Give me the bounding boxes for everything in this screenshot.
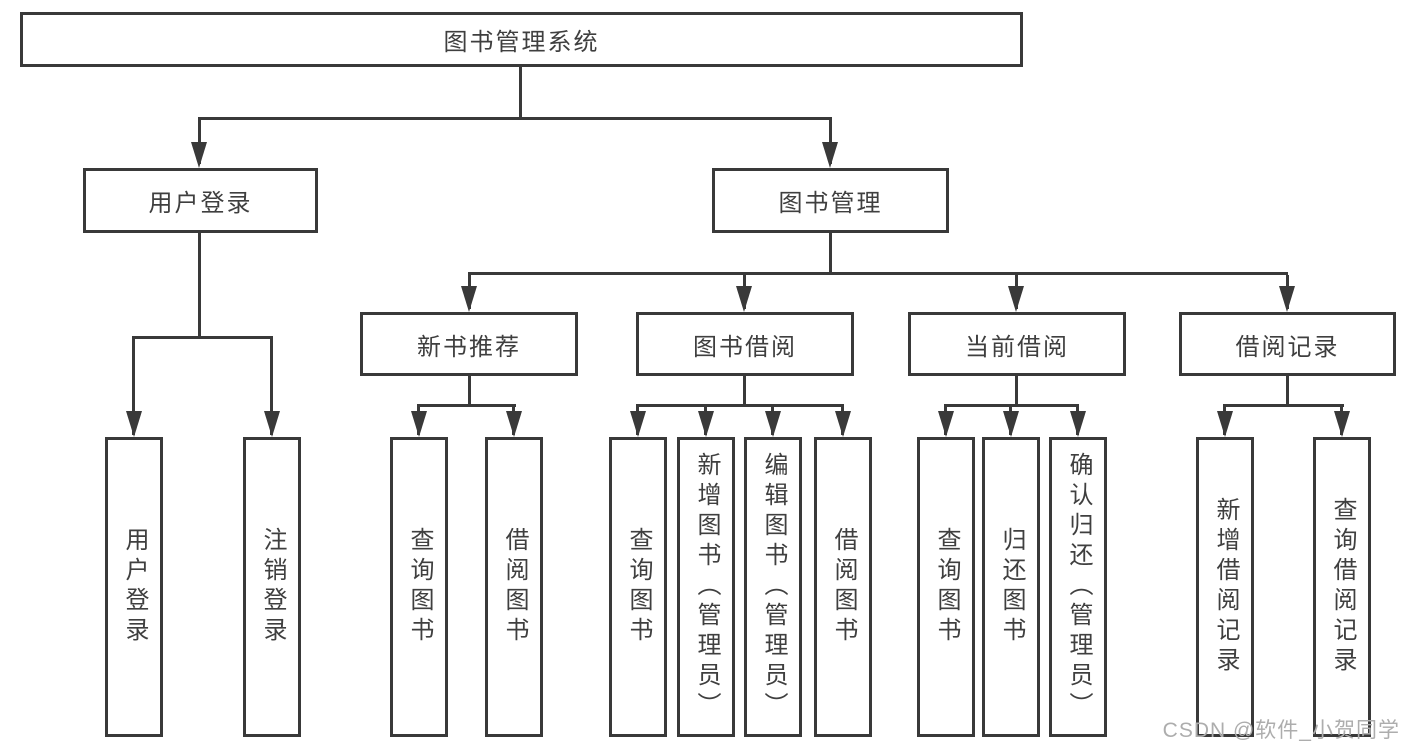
- arrowhead-down-icon: [1008, 286, 1024, 312]
- connector-stem: [468, 374, 471, 407]
- arrowhead-down-icon: [126, 411, 142, 437]
- leaf-label: 查询图书: [406, 527, 433, 647]
- connector-root-stem: [519, 65, 522, 120]
- leaf-label: 注销登录: [259, 527, 286, 647]
- arrowhead-down-icon: [1003, 411, 1019, 437]
- leaf-label: 归还图书: [998, 527, 1025, 647]
- node-new-book-recommend: 新书推荐: [360, 312, 578, 376]
- leaf-logout: 注销登录: [243, 437, 301, 737]
- node-book-management: 图书管理: [712, 168, 949, 233]
- arrowhead-down-icon: [1279, 286, 1295, 312]
- connector-stem: [1015, 374, 1018, 407]
- connector-stem: [1286, 374, 1289, 407]
- arrowhead-down-icon: [835, 411, 851, 437]
- node-label: 用户登录: [148, 190, 253, 217]
- node-label: 图书管理: [778, 190, 883, 217]
- leaf-label: 新增图书（管理员）: [693, 452, 720, 722]
- csdn-watermark: CSDN @软件_小贺同学: [1162, 719, 1400, 742]
- node-user-login: 用户登录: [83, 168, 318, 233]
- connector-stem: [743, 374, 746, 407]
- node-label: 图书管理系统: [443, 29, 600, 56]
- leaf-user-login: 用户登录: [105, 437, 163, 737]
- arrowhead-down-icon: [506, 411, 522, 437]
- leaf-confirm-return-admin: 确认归还（管理员）: [1049, 437, 1107, 737]
- node-label: 图书借阅: [693, 333, 797, 361]
- leaf-add-borrow-record: 新增借阅记录: [1196, 437, 1254, 737]
- leaf-label: 查询借阅记录: [1329, 497, 1356, 677]
- node-current-borrow: 当前借阅: [908, 312, 1126, 376]
- leaf-label: 查询图书: [625, 527, 652, 647]
- leaf-query-books-recommend: 查询图书: [390, 437, 448, 737]
- arrowhead-down-icon: [461, 286, 477, 312]
- leaf-edit-books-admin: 编辑图书（管理员）: [744, 437, 802, 737]
- arrowhead-down-icon: [765, 411, 781, 437]
- arrowhead-down-icon: [264, 411, 280, 437]
- connector-level2-rail: [198, 117, 832, 120]
- leaf-label: 编辑图书（管理员）: [760, 452, 787, 722]
- leaf-label: 借阅图书: [830, 527, 857, 647]
- leaf-label: 查询图书: [933, 527, 960, 647]
- connector-rail: [636, 404, 844, 407]
- arrowhead-down-icon: [1334, 411, 1350, 437]
- arrowhead-down-icon: [938, 411, 954, 437]
- connector-rail: [1223, 404, 1344, 407]
- leaf-label: 用户登录: [121, 527, 148, 647]
- leaf-query-borrow-record: 查询借阅记录: [1313, 437, 1371, 737]
- arrowhead-down-icon: [1217, 411, 1233, 437]
- node-label: 新书推荐: [417, 333, 521, 361]
- connector-rail: [944, 404, 1079, 407]
- connector-rail: [417, 404, 516, 407]
- arrowhead-down-icon: [736, 286, 752, 312]
- leaf-label: 确认归还（管理员）: [1065, 452, 1092, 722]
- connector-level3-rail: [468, 272, 1288, 275]
- node-borrow-records: 借阅记录: [1179, 312, 1396, 376]
- arrowhead-down-icon: [411, 411, 427, 437]
- arrowhead-down-icon: [698, 411, 714, 437]
- leaf-borrow-books-recommend: 借阅图书: [485, 437, 543, 737]
- leaf-label: 借阅图书: [501, 527, 528, 647]
- node-book-borrow: 图书借阅: [636, 312, 854, 376]
- leaf-query-books-borrow: 查询图书: [609, 437, 667, 737]
- arrowhead-down-icon: [630, 411, 646, 437]
- leaf-borrow-books: 借阅图书: [814, 437, 872, 737]
- node-root-library-management-system: 图书管理系统: [20, 12, 1023, 67]
- arrowhead-down-icon: [1070, 411, 1086, 437]
- connector-stem: [270, 339, 273, 435]
- connector-stem: [132, 339, 135, 435]
- leaf-label: 新增借阅记录: [1212, 497, 1239, 677]
- node-label: 借阅记录: [1235, 333, 1340, 361]
- leaf-return-books: 归还图书: [982, 437, 1040, 737]
- leaf-query-books-current: 查询图书: [917, 437, 975, 737]
- arrowhead-down-icon: [191, 142, 207, 168]
- leaf-add-books-admin: 新增图书（管理员）: [677, 437, 735, 737]
- node-label: 当前借阅: [965, 333, 1069, 361]
- connector-rail: [132, 336, 273, 339]
- connector-stem: [198, 231, 201, 339]
- arrowhead-down-icon: [822, 142, 838, 168]
- connector-stem: [829, 231, 832, 275]
